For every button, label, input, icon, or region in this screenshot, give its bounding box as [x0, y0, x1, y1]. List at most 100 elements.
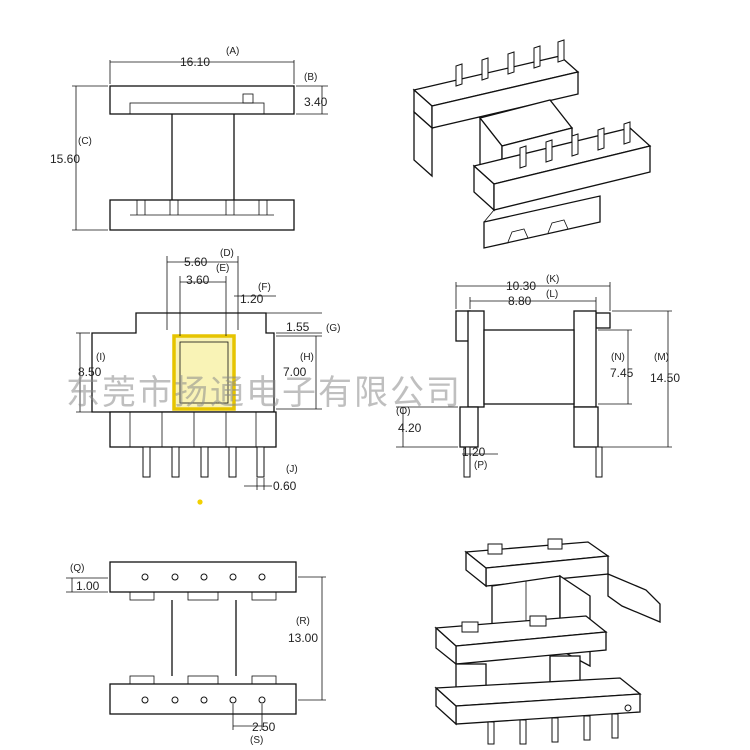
bottom-view-pin-hole: [200, 696, 208, 704]
dim-h-letter: (H): [300, 352, 314, 363]
dim-c-value: 15.60: [50, 152, 80, 166]
top-view: 16.10 (A) (B) 3.40 (C) 15.60: [50, 46, 328, 231]
iso-top-back-pin: [455, 63, 463, 87]
dim-n-value: 7.45: [610, 366, 634, 380]
iso-top-back-pin: [557, 39, 565, 63]
bottom-view-pin-hole: [171, 696, 179, 704]
bottom-view-pin-hole: [141, 573, 149, 581]
dim-o-value: 4.20: [398, 421, 422, 435]
dim-h-value: 7.00: [283, 365, 307, 379]
bottom-view-pin-hole: [258, 696, 266, 704]
side-view-left-foot: [459, 406, 479, 448]
bottom-view-pin-hole: [141, 696, 149, 704]
bottom-view-upper-tab: [187, 591, 219, 601]
dim-m-value: 14.50: [650, 371, 680, 385]
iso-bot-rail-pin: [487, 721, 495, 745]
dim-g-value: 1.55: [286, 320, 310, 334]
iso-bot-rail-pin: [583, 715, 591, 741]
dim-k-value: 10.30: [506, 279, 536, 293]
front-view-pin: [200, 446, 209, 478]
iso-top-front-pin: [571, 133, 579, 157]
dim-e-letter: (E): [216, 263, 229, 274]
iso-bot-rail-hole: [624, 704, 632, 712]
dim-a-value: 16.10: [180, 55, 210, 69]
bottom-view-pin-hole: [229, 696, 237, 704]
top-view-tab: [242, 93, 254, 104]
dim-f-letter: (F): [258, 282, 271, 293]
dim-l-value: 8.80: [508, 294, 532, 308]
dim-p-value: 1.20: [462, 445, 486, 459]
bottom-view-pin-hole: [229, 573, 237, 581]
marker-dot: [197, 499, 203, 505]
dim-r-letter: (R): [296, 616, 310, 627]
dim-p-letter: (P): [474, 460, 487, 471]
isometric-view-bottom: [434, 538, 661, 745]
dim-i-value: 8.50: [78, 365, 102, 379]
dim-j-value: 0.60: [273, 479, 297, 493]
dim-m-letter: (M): [654, 352, 669, 363]
iso-top-front-pin: [623, 121, 631, 145]
bottom-view-lower-tab: [187, 675, 219, 685]
company-watermark: 东莞市扬通电子有限公司: [66, 373, 462, 413]
front-view-pin: [171, 446, 180, 478]
dim-s-letter: (S): [250, 735, 263, 746]
iso-bot-rail-end: [435, 686, 457, 726]
iso-top-front-pin: [597, 127, 605, 151]
dim-n-letter: (N): [611, 352, 625, 363]
dim-r-value: 13.00: [288, 631, 318, 645]
iso-top-edge: [483, 209, 495, 223]
iso-bot-side-tab: [607, 573, 661, 623]
bottom-view-pin-hole: [171, 573, 179, 581]
dim-q-letter: (Q): [70, 563, 84, 574]
bottom-view: (Q) 1.00 (R) 13.00 2.50 (S): [66, 561, 326, 746]
bottom-view-upper-tab: [251, 591, 277, 601]
side-view-pin: [595, 446, 603, 478]
front-view-base: [109, 411, 277, 448]
iso-bot-rail-pin: [519, 719, 527, 745]
iso-top-back-leg: [413, 110, 433, 178]
bottom-view-lower-tab: [251, 675, 277, 685]
front-view-pin: [228, 446, 237, 478]
dim-b-value: 3.40: [304, 95, 328, 109]
front-view-pin: [142, 446, 151, 478]
dim-a-letter: (A): [226, 46, 239, 57]
top-view-upper-slot: [129, 102, 265, 115]
dim-l-letter: (L): [546, 289, 558, 300]
dim-f-value: 1.20: [240, 292, 264, 306]
front-view-pin: [256, 446, 265, 478]
iso-top-back-flange-front: [431, 71, 579, 129]
iso-top-front-pin: [545, 139, 553, 163]
iso-top-base-notch: [507, 228, 529, 243]
side-view-right-foot: [573, 406, 599, 448]
dim-c-letter: (C): [78, 136, 92, 147]
iso-top-back-pin: [507, 51, 515, 75]
side-view-core: [483, 329, 575, 405]
side-view-pin: [463, 446, 471, 478]
iso-bot-top-flange-end: [465, 550, 487, 588]
top-view-upper-flange: [109, 85, 295, 115]
iso-bot-lower-tab: [529, 615, 547, 627]
bottom-view-pin-hole: [258, 573, 266, 581]
dim-i-letter: (I): [96, 352, 105, 363]
isometric-view-top: [412, 39, 652, 249]
bottom-view-pin-hole: [200, 573, 208, 581]
iso-top-front-base: [483, 195, 601, 249]
bottom-view-lower-tab: [129, 675, 155, 685]
iso-top-back-pin: [481, 57, 489, 81]
dim-q-value: 1.00: [76, 579, 100, 593]
iso-top-front-flange-front: [493, 145, 651, 211]
side-view-right-tab: [595, 312, 611, 329]
iso-top-front-pin: [519, 145, 527, 169]
iso-bot-rail-pin: [611, 713, 619, 739]
iso-top-back-pin: [533, 45, 541, 69]
iso-bot-rail-pin: [551, 717, 559, 743]
dim-e-value: 3.60: [186, 273, 210, 287]
front-view: 5.60 (D) (E) 3.60 (F) 1.20 1.55 (G) (H) …: [76, 248, 340, 505]
winding-window: [179, 341, 229, 404]
side-view-left-wall: [467, 310, 485, 408]
dim-g-letter: (G): [326, 323, 340, 334]
dim-s-value: 2.50: [252, 720, 276, 734]
winding-window-highlight: [172, 334, 236, 411]
iso-top-base-notch: [547, 219, 569, 234]
